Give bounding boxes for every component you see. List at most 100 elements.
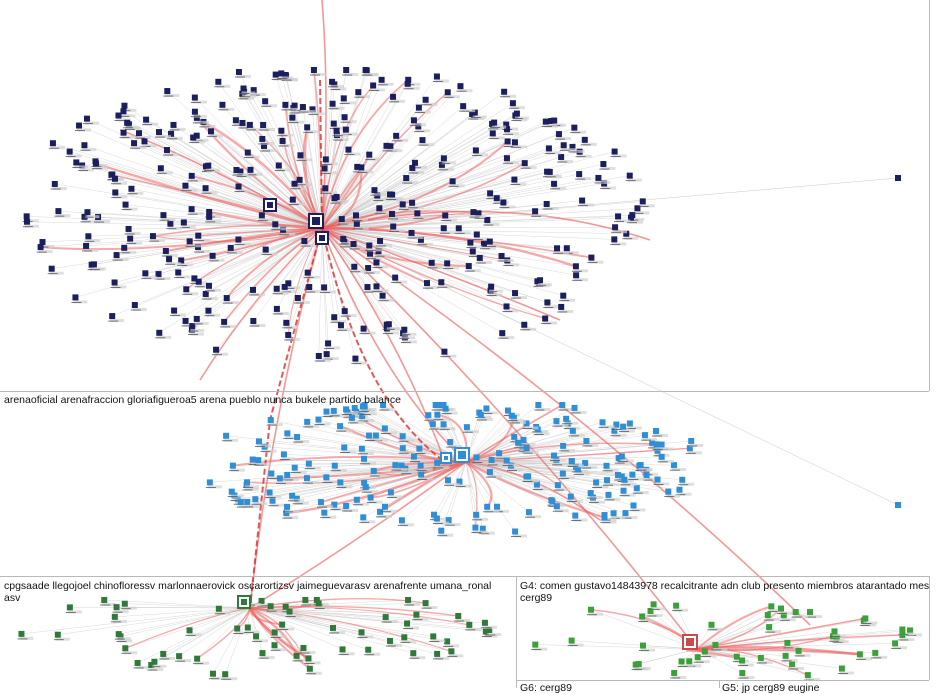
node bbox=[323, 474, 329, 480]
node-shadow bbox=[591, 501, 605, 504]
node-shadow bbox=[740, 676, 754, 679]
node-shadow bbox=[124, 208, 138, 211]
node bbox=[192, 95, 198, 101]
node-shadow bbox=[372, 474, 386, 477]
node-shadow bbox=[449, 654, 463, 657]
node bbox=[343, 67, 349, 73]
node bbox=[429, 260, 435, 266]
node-shadow bbox=[217, 612, 231, 615]
node-shadow bbox=[435, 522, 449, 525]
node-shadow bbox=[570, 464, 584, 467]
node bbox=[627, 420, 633, 426]
node-shadow bbox=[444, 412, 458, 415]
node-shadow bbox=[77, 129, 91, 132]
node bbox=[24, 219, 30, 225]
node-shadow bbox=[473, 531, 487, 534]
node-shadow bbox=[513, 145, 527, 148]
node bbox=[515, 440, 521, 446]
node-shadow bbox=[123, 607, 137, 610]
node-shadow bbox=[214, 353, 228, 356]
node bbox=[630, 502, 636, 508]
node bbox=[473, 454, 479, 460]
node bbox=[560, 443, 566, 449]
node bbox=[409, 200, 415, 206]
node-shadow bbox=[380, 83, 394, 86]
node-shadow bbox=[620, 460, 634, 463]
node-shadow bbox=[305, 130, 319, 133]
node-shadow bbox=[383, 431, 397, 434]
node bbox=[505, 138, 511, 144]
node bbox=[390, 94, 396, 100]
node bbox=[430, 421, 436, 427]
node bbox=[544, 201, 550, 207]
node-shadow bbox=[491, 136, 505, 139]
node-shadow bbox=[535, 488, 549, 491]
edge bbox=[535, 645, 697, 649]
node bbox=[547, 169, 553, 175]
node bbox=[619, 454, 625, 460]
node bbox=[259, 212, 265, 218]
node-shadow bbox=[596, 181, 610, 184]
node bbox=[438, 279, 444, 285]
group-g6-label: G6: cerg89 bbox=[520, 682, 572, 694]
node bbox=[654, 441, 660, 447]
node-shadow bbox=[283, 108, 297, 111]
node-shadow bbox=[622, 494, 636, 497]
node bbox=[490, 130, 496, 136]
node bbox=[366, 433, 372, 439]
node-shadow bbox=[293, 187, 307, 190]
node-shadow bbox=[488, 245, 502, 248]
node-shadow bbox=[666, 495, 680, 498]
node bbox=[163, 248, 169, 254]
node bbox=[282, 284, 288, 290]
node-shadow bbox=[165, 94, 179, 97]
node bbox=[359, 629, 365, 635]
node bbox=[500, 199, 506, 205]
node bbox=[330, 625, 336, 631]
node-shadow bbox=[402, 333, 416, 336]
node bbox=[807, 609, 813, 615]
node bbox=[521, 322, 527, 328]
node bbox=[126, 226, 132, 232]
node bbox=[501, 89, 507, 95]
outlier-node bbox=[895, 502, 901, 508]
node-shadow bbox=[605, 483, 619, 486]
node-shadow bbox=[790, 667, 804, 670]
node-shadow bbox=[502, 95, 516, 98]
node-shadow bbox=[237, 189, 251, 192]
node-shadow bbox=[308, 672, 322, 675]
node bbox=[393, 133, 399, 139]
group-g4-label-cont: cerg89 bbox=[520, 592, 552, 604]
node bbox=[441, 349, 447, 355]
node bbox=[477, 255, 483, 261]
node bbox=[467, 240, 473, 246]
node bbox=[831, 628, 837, 634]
node-shadow bbox=[272, 648, 286, 651]
node-shadow bbox=[350, 421, 364, 424]
node bbox=[470, 209, 476, 215]
node-shadow bbox=[172, 314, 186, 317]
node-shadow bbox=[39, 250, 53, 253]
node bbox=[556, 131, 562, 137]
node bbox=[582, 137, 588, 143]
node bbox=[365, 647, 371, 653]
node-shadow bbox=[512, 183, 526, 186]
node bbox=[274, 286, 280, 292]
node-shadow bbox=[183, 189, 197, 192]
node bbox=[216, 606, 222, 612]
node bbox=[247, 167, 253, 173]
node bbox=[621, 477, 627, 483]
node bbox=[411, 117, 417, 123]
node-shadow bbox=[278, 481, 292, 484]
node-shadow bbox=[488, 475, 502, 478]
node bbox=[302, 597, 308, 603]
node bbox=[55, 632, 61, 638]
node bbox=[324, 409, 330, 415]
node bbox=[321, 284, 327, 290]
node-shadow bbox=[207, 220, 221, 223]
node-shadow bbox=[196, 250, 210, 253]
node bbox=[276, 162, 282, 168]
node bbox=[160, 651, 166, 657]
node-shadow bbox=[513, 534, 527, 537]
node-shadow bbox=[306, 276, 320, 279]
